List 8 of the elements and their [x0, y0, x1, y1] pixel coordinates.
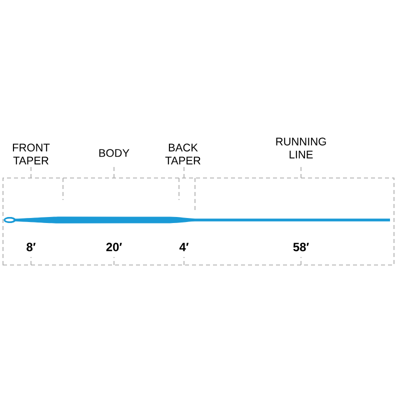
section-label: BACK TAPER	[165, 144, 200, 164]
section-label: BODY	[99, 149, 130, 157]
length-label: 58′	[293, 242, 309, 252]
section-label: FRONT TAPER	[12, 144, 50, 164]
section-label: RUNNING LINE	[276, 138, 326, 158]
length-label: 20′	[106, 242, 122, 252]
length-label: 8′	[26, 242, 36, 252]
length-label: 4′	[179, 242, 189, 252]
